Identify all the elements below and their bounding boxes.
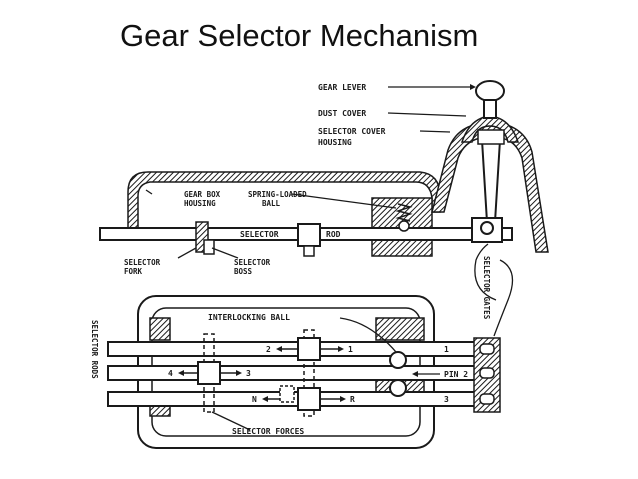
- arrow-gear-n: [262, 396, 280, 402]
- leader-gear-box: [145, 189, 153, 195]
- leader-dust-cover: [387, 112, 467, 117]
- fork-block-2-1: [297, 337, 321, 361]
- leader-selector-boss: [211, 247, 239, 259]
- boss-stem: [303, 245, 315, 257]
- interlocking-ball-upper: [389, 351, 407, 369]
- label-selector-cover-1: SELECTOR COVER: [318, 127, 386, 136]
- leader-selector-cover: [419, 130, 451, 133]
- arrow-gear-2: [276, 346, 298, 352]
- interlocking-ball-lower: [389, 379, 407, 397]
- fork-block-4-3: [197, 361, 221, 385]
- arrow-gear-4: [178, 370, 198, 376]
- leader-selector-fork: [177, 247, 197, 259]
- gate-slot-1: [479, 343, 495, 355]
- label-selector-forks: SELECTOR FORCES: [232, 427, 304, 436]
- leader-interlocking-ball: [339, 317, 397, 353]
- arrow-gear-r: [320, 396, 346, 402]
- spring: [395, 203, 413, 222]
- fork-block-n-r: [297, 387, 321, 411]
- gate-slot-2: [479, 367, 495, 379]
- gate-slot-3: [479, 393, 495, 405]
- label-spring-loaded-2: BALL: [262, 199, 281, 208]
- spring-loaded-ball: [398, 220, 410, 232]
- label-selector-boss-2: BOSS: [234, 267, 253, 276]
- label-selector-fork-2: FORK: [124, 267, 143, 276]
- label-selector-cover-2: HOUSING: [318, 138, 352, 147]
- leader-selector-forks: [211, 411, 251, 431]
- fork-block-n-r-back: [279, 385, 295, 403]
- leader-gear-lever-head: [470, 84, 476, 90]
- leader-gates-upper: [493, 259, 514, 337]
- label-rod-1: 1: [444, 345, 449, 354]
- leader-pin-head: [412, 371, 418, 377]
- label-selector-gates: SELECTOR GATES: [482, 256, 491, 320]
- lever-end-ball: [480, 221, 494, 235]
- label-selector-rods: SELECTOR RODS: [90, 320, 99, 379]
- selector-boss: [297, 223, 321, 247]
- selector-fork-tip: [203, 239, 215, 255]
- label-gear-r: R: [350, 395, 355, 404]
- label-gear-box-2: HOUSING: [184, 199, 216, 208]
- label-gear-4: 4: [168, 369, 173, 378]
- label-gear-n: N: [252, 395, 257, 404]
- label-rod-3: 3: [444, 395, 449, 404]
- label-gear-lever: GEAR LEVER: [318, 83, 366, 92]
- label-gear-2: 2: [266, 345, 271, 354]
- gear-lever-stem: [481, 139, 501, 223]
- leader-gates-lower: [474, 243, 497, 301]
- arrow-gear-1: [320, 346, 344, 352]
- gear-lever-knob: [475, 80, 505, 102]
- selector-rod-2: [107, 365, 489, 381]
- label-pin-2: PIN 2: [444, 370, 468, 379]
- label-gear-1: 1: [348, 345, 353, 354]
- leader-spring-ball: [291, 193, 397, 209]
- arrow-gear-3: [220, 370, 242, 376]
- label-gear-box-1: GEAR BOX: [184, 190, 221, 199]
- label-selector: SELECTOR: [240, 230, 279, 239]
- label-selector-boss-1: SELECTOR: [234, 258, 271, 267]
- dust-cover: [460, 115, 520, 143]
- housing-block-lower: [371, 239, 433, 257]
- gear-lever-neck: [483, 99, 497, 119]
- housing-block-left-top: [149, 317, 171, 341]
- fork-guide-mid: [303, 329, 315, 417]
- label-gear-3: 3: [246, 369, 251, 378]
- slide-title: Gear Selector Mechanism: [120, 18, 479, 53]
- label-dust-cover: DUST COVER: [318, 109, 366, 118]
- label-interlocking-ball: INTERLOCKING BALL: [208, 313, 290, 322]
- label-rod: ROD: [326, 230, 341, 239]
- lever-pivot: [477, 129, 505, 145]
- label-selector-fork-1: SELECTOR: [124, 258, 161, 267]
- label-spring-loaded-1: SPRING-LOADED: [248, 190, 307, 199]
- housing-block-right-top: [375, 317, 425, 341]
